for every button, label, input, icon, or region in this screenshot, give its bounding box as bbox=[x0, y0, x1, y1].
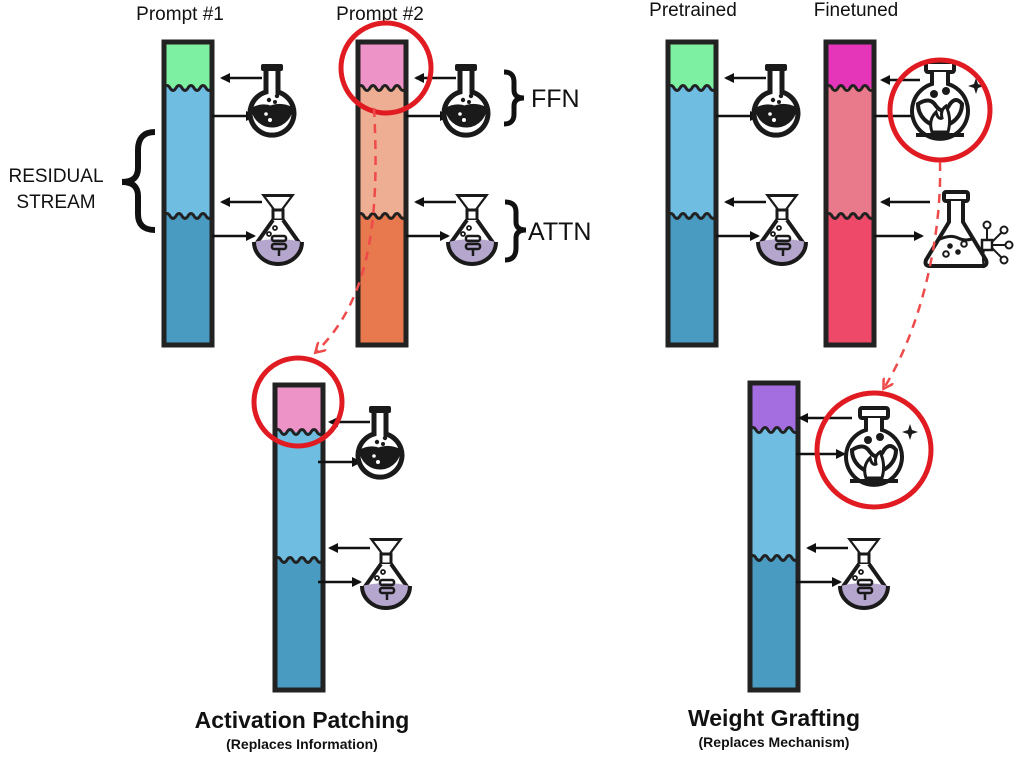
ffn-boundary-wave bbox=[666, 84, 718, 92]
ffn-flask-icon bbox=[250, 64, 294, 135]
attn-input-segment bbox=[668, 216, 716, 345]
residual-brace bbox=[121, 129, 156, 233]
attn-boundary-wave bbox=[824, 212, 876, 220]
highlight-circle-grafted bbox=[814, 390, 934, 510]
patch-transfer-arrow bbox=[316, 107, 377, 352]
prompt-2-column bbox=[355, 39, 409, 348]
column-outline bbox=[272, 382, 326, 693]
attn-flask-icon bbox=[252, 192, 304, 266]
attn-input-segment bbox=[358, 216, 406, 345]
patched-result-column bbox=[272, 382, 326, 693]
mid-stream-segment bbox=[164, 88, 212, 216]
highlight-circle-patched bbox=[251, 355, 345, 449]
weight-grafting-subcaption: (Replaces Mechanism) bbox=[699, 734, 850, 750]
ffn-flask-icon bbox=[444, 64, 488, 135]
attn-input-segment bbox=[750, 558, 798, 690]
pretrained-title: Pretrained bbox=[649, 0, 737, 21]
attn-flask-icon bbox=[756, 192, 808, 266]
attn-brace bbox=[504, 199, 527, 263]
pretrained-column bbox=[665, 39, 719, 348]
grafted-result-column bbox=[747, 380, 801, 693]
ffn-output-segment bbox=[668, 42, 716, 88]
column-outline bbox=[665, 39, 719, 348]
finetuned-attn-network-flask-icon bbox=[923, 190, 1015, 270]
mid-stream-segment bbox=[668, 88, 716, 216]
highlight-circle-prompt2 bbox=[338, 20, 434, 116]
ffn-flask-icon bbox=[754, 64, 798, 135]
ffn-boundary-wave bbox=[824, 84, 876, 92]
column-outline bbox=[823, 39, 877, 348]
attn-boundary-wave bbox=[356, 212, 408, 220]
residual-label-line1: RESIDUAL bbox=[8, 166, 103, 187]
ffn-flask-icon bbox=[358, 406, 402, 477]
attn-boundary-wave bbox=[273, 556, 325, 564]
ffn-output-segment bbox=[358, 42, 406, 88]
residual-stream-label: RESIDUAL STREAM bbox=[8, 166, 103, 213]
prompt-1-column bbox=[161, 39, 215, 348]
ffn-boundary-wave bbox=[748, 426, 800, 434]
ffn-output-segment bbox=[164, 42, 212, 88]
graft-transfer-arrow bbox=[884, 161, 942, 388]
column-outline bbox=[747, 380, 801, 693]
mid-stream-segment bbox=[750, 430, 798, 558]
ffn-boundary-wave bbox=[273, 428, 325, 436]
finetuned-column bbox=[823, 39, 877, 348]
residual-label-line2: STREAM bbox=[16, 192, 95, 213]
attn-input-segment bbox=[164, 216, 212, 345]
attn-boundary-wave bbox=[666, 212, 718, 220]
ffn-brace bbox=[503, 69, 525, 127]
prompt-2-title: Prompt #2 bbox=[336, 4, 424, 25]
column-outline bbox=[355, 39, 409, 348]
ffn-label: FFN bbox=[531, 85, 580, 113]
activation-patching-caption: Activation Patching bbox=[195, 707, 410, 733]
finetuned-title: Finetuned bbox=[814, 0, 899, 21]
attn-label: ATTN bbox=[528, 218, 591, 246]
columns-layer bbox=[161, 39, 877, 693]
highlight-circle-finetuned bbox=[887, 57, 993, 163]
activation-patching-subcaption: (Replaces Information) bbox=[226, 736, 378, 752]
prompt-1-title: Prompt #1 bbox=[136, 4, 224, 25]
weight-grafting-caption: Weight Grafting bbox=[688, 705, 860, 731]
attn-flask-icon bbox=[446, 192, 498, 266]
attn-boundary-wave bbox=[162, 212, 214, 220]
icons-layer bbox=[212, 60, 1015, 610]
mid-stream-segment bbox=[826, 88, 874, 216]
ffn-output-segment bbox=[275, 385, 323, 432]
ffn-boundary-wave bbox=[162, 84, 214, 92]
grafted-ffn-heated-flask-icon bbox=[844, 406, 920, 487]
attn-input-segment bbox=[275, 560, 323, 690]
ffn-output-segment bbox=[826, 42, 874, 88]
mid-stream-segment bbox=[275, 432, 323, 560]
ffn-boundary-wave bbox=[356, 84, 408, 92]
ffn-output-segment bbox=[750, 383, 798, 430]
column-outline bbox=[161, 39, 215, 348]
attn-boundary-wave bbox=[748, 554, 800, 562]
attn-input-segment bbox=[826, 216, 874, 345]
